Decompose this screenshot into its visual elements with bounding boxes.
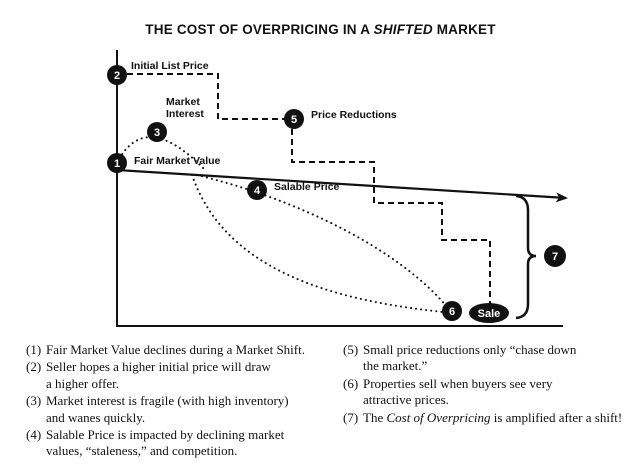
note-line: Seller hopes a higher initial price will… xyxy=(46,359,271,375)
cost-brace xyxy=(515,194,537,320)
marker-3 xyxy=(147,122,167,142)
marker-3-number: 3 xyxy=(154,127,160,139)
marker-5-number: 5 xyxy=(291,114,297,126)
note-line: Market interest is fragile (with high in… xyxy=(46,393,289,409)
note-3: (3) Market interest is fragile (with hig… xyxy=(26,393,326,426)
title-emphasis: SHIFTED xyxy=(373,22,433,37)
note-line: The xyxy=(363,409,387,425)
note-1: (1) Fair Market Value declines during a … xyxy=(26,342,326,358)
note-number: (6) xyxy=(343,375,359,391)
note-number: (1) xyxy=(26,342,42,357)
note-line: is amplified after a shift! xyxy=(490,409,623,425)
fair-market-value-label: Fair Market Value xyxy=(134,155,221,167)
initial-list-price-label: Initial List Price xyxy=(131,60,209,72)
marker-7 xyxy=(544,245,566,267)
marker-2 xyxy=(107,65,127,85)
note-7: (7) The Cost of Overpricing is amplified… xyxy=(343,410,641,426)
title-suffix: MARKET xyxy=(432,22,496,37)
note-2: (2) Seller hopes a higher initial price … xyxy=(26,359,326,392)
note-text: Market interest is fragile (with high in… xyxy=(46,393,326,426)
note-line: attractive prices. xyxy=(363,392,449,408)
note-number: (4) xyxy=(26,427,42,443)
note-text: Seller hopes a higher initial price will… xyxy=(46,359,326,392)
note-number: (3) xyxy=(26,393,42,409)
diagram-title: THE COST OF OVERPRICING IN A SHIFTED MAR… xyxy=(0,22,641,37)
note-line: Salable Price is impacted by declining m… xyxy=(46,427,285,443)
note-5: (5) Small price reductions only “chase d… xyxy=(343,342,641,375)
salable-price-label: Salable Price xyxy=(274,181,340,193)
note-line: the market.” xyxy=(363,358,428,374)
marker-1 xyxy=(107,153,127,173)
marker-4 xyxy=(247,180,267,200)
note-line: Small price reductions only “chase down xyxy=(363,342,577,357)
sale-label: Sale xyxy=(478,308,501,320)
note-line: Properties sell when buyers see very xyxy=(363,375,553,391)
price-reductions-staircase xyxy=(117,73,491,305)
marker-2-number: 2 xyxy=(114,70,120,82)
notes-left: (1) Fair Market Value declines during a … xyxy=(26,342,326,460)
note-line: values, “staleness,” and competition. xyxy=(46,443,238,459)
market-interest-curve xyxy=(116,136,206,171)
note-text: The Cost of Overpricing is amplified aft… xyxy=(363,410,641,426)
notes-right: (5) Small price reductions only “chase d… xyxy=(343,342,641,426)
marker-1-number: 1 xyxy=(114,158,120,170)
note-number: (2) xyxy=(26,359,42,375)
marker-6-number: 6 xyxy=(449,306,455,318)
salable-price-curve xyxy=(196,174,449,309)
marker-4-number: 4 xyxy=(254,185,261,197)
note-line: a higher offer. xyxy=(46,375,120,391)
note-6: (6) Properties sell when buyers see very… xyxy=(343,376,641,409)
market-interest-decay-curve xyxy=(191,174,444,313)
marker-7-number: 7 xyxy=(552,251,558,263)
note-line: and wanes quickly. xyxy=(46,409,146,425)
note-text: Salable Price is impacted by declining m… xyxy=(46,427,326,460)
note-line: Fair Market Value declines during a Mark… xyxy=(46,342,305,357)
sale-oval xyxy=(469,303,509,323)
market-interest-label-line1: Market xyxy=(166,96,200,108)
note-text: Fair Market Value declines during a Mark… xyxy=(46,342,326,358)
note-number: (7) xyxy=(343,409,359,425)
note-emphasis: Cost of Overpricing xyxy=(386,409,491,425)
marker-6 xyxy=(442,301,462,321)
title-prefix: THE COST OF OVERPRICING IN A xyxy=(145,22,374,37)
note-number: (5) xyxy=(343,342,359,357)
marker-5 xyxy=(284,109,304,129)
price-reductions-label: Price Reductions xyxy=(311,109,397,121)
fair-market-value-line xyxy=(116,168,568,203)
note-4: (4) Salable Price is impacted by declini… xyxy=(26,427,326,460)
market-interest-label-line2: Interest xyxy=(166,108,204,120)
